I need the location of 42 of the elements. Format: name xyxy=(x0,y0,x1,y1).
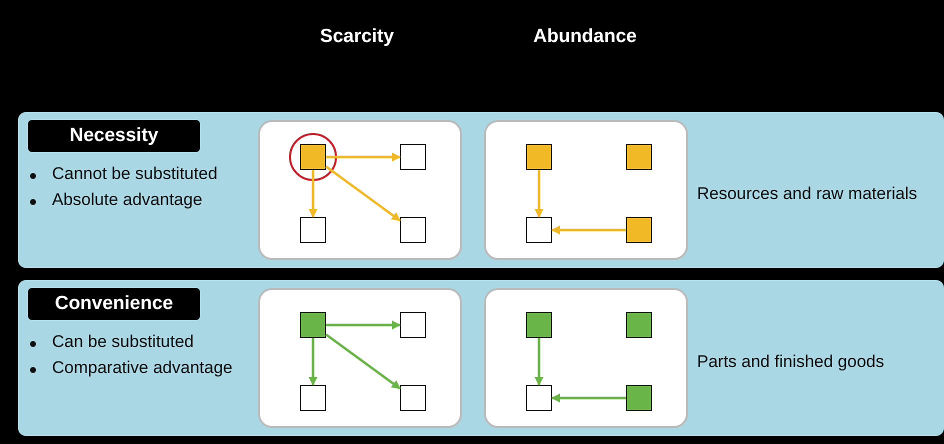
bullet-item: Cannot be substituted xyxy=(52,164,218,184)
column-heading: Abundance xyxy=(532,26,638,48)
arrow xyxy=(325,165,401,222)
bullet-item: Can be substituted xyxy=(52,332,194,352)
empty-square xyxy=(300,217,326,243)
arrow xyxy=(308,170,318,218)
arrow xyxy=(551,394,626,402)
empty-square xyxy=(300,385,326,411)
empty-square xyxy=(526,217,552,243)
empty-square xyxy=(400,312,426,338)
empty-square xyxy=(400,385,426,411)
filled-square xyxy=(626,144,652,170)
diagram-panel xyxy=(484,288,688,428)
filled-square xyxy=(626,385,652,411)
empty-square xyxy=(526,385,552,411)
filled-square xyxy=(526,144,552,170)
filled-square xyxy=(300,144,326,170)
bullet-item: Comparative advantage xyxy=(52,358,233,378)
category-title: Convenience xyxy=(28,288,200,320)
arrow xyxy=(326,320,401,330)
diagram-panel xyxy=(484,120,688,260)
arrow xyxy=(326,152,401,162)
description-text: Resources and raw materials xyxy=(697,184,918,204)
category-band xyxy=(18,280,944,436)
arrow xyxy=(325,333,401,390)
filled-square xyxy=(526,312,552,338)
diagram-panel xyxy=(258,120,462,260)
arrow xyxy=(534,170,544,218)
empty-square xyxy=(400,144,426,170)
description-text: Parts and finished goods xyxy=(697,352,884,372)
filled-square xyxy=(626,312,652,338)
bullet-item: Absolute advantage xyxy=(52,190,202,210)
arrow xyxy=(534,338,544,386)
filled-square xyxy=(300,312,326,338)
category-title: Necessity xyxy=(28,120,200,152)
empty-square xyxy=(400,217,426,243)
diagram-panel xyxy=(258,288,462,428)
filled-square xyxy=(626,217,652,243)
column-heading: Scarcity xyxy=(319,26,395,48)
category-band xyxy=(18,112,944,268)
arrow xyxy=(551,226,626,234)
arrow xyxy=(308,338,318,386)
